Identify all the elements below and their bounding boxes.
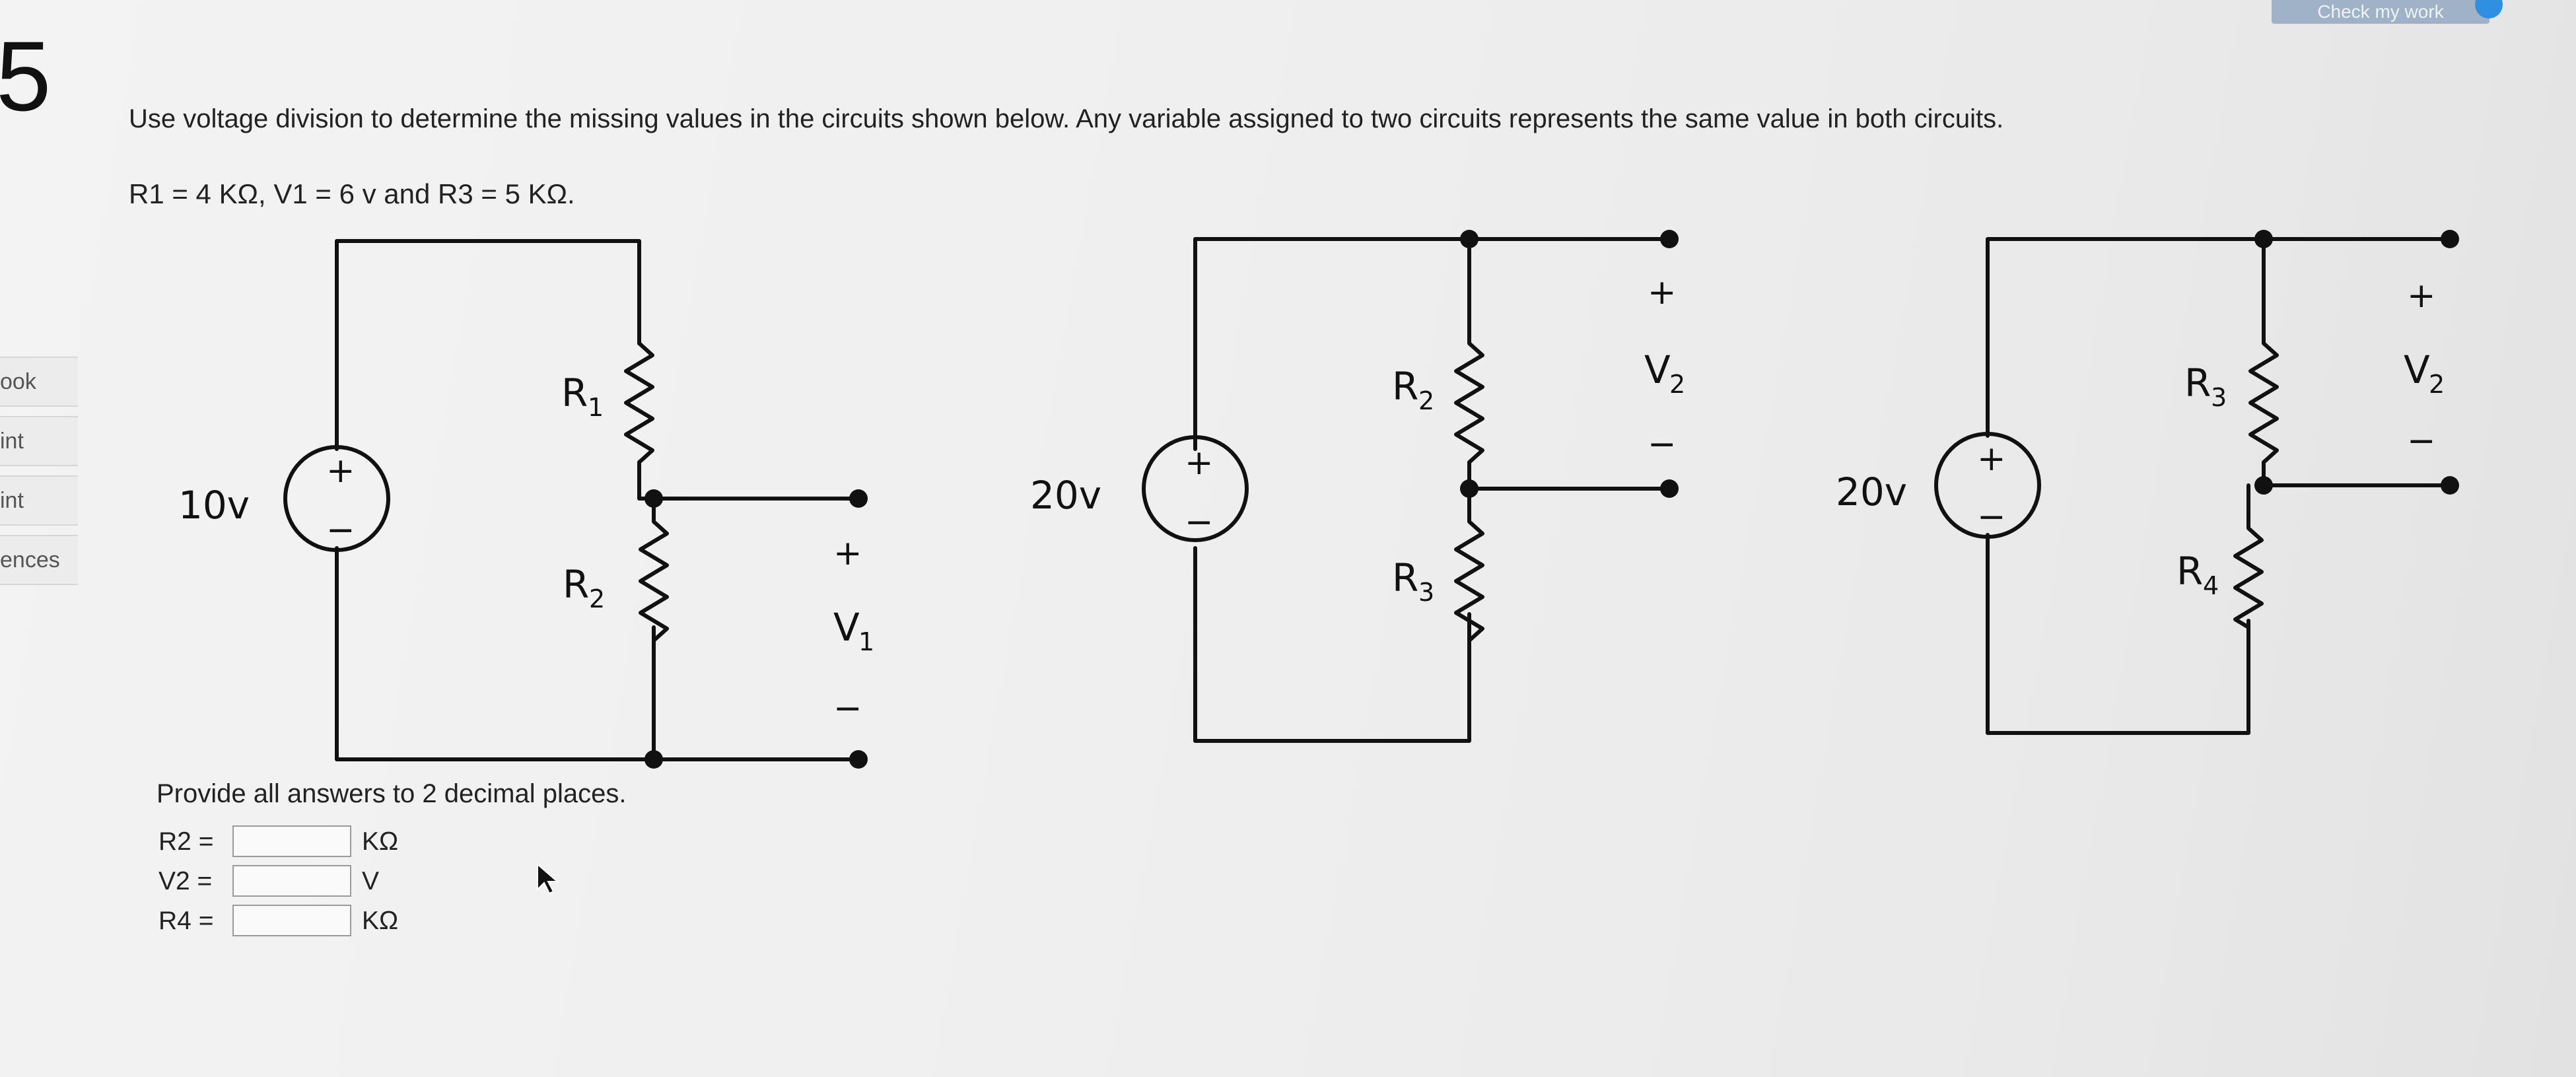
sidebar-item-label: ences (0, 547, 60, 573)
circuit-3-source-label: 20v (1836, 469, 1907, 514)
sidebar-item-print[interactable]: int (0, 475, 78, 526)
r2-answer-label: R2 = (158, 827, 214, 856)
circuit-1-r1-zigzag (624, 341, 860, 501)
circuit-2-bottom-wire (1193, 546, 1471, 743)
circuit-1-source-label: 10v (178, 483, 250, 528)
circuit-1-source-plus: + (326, 451, 355, 491)
circuit-3-bottom-wire (1986, 533, 2250, 735)
circuit-2-output-minus: − (1648, 425, 1677, 464)
sidebar-item-label: ook (0, 368, 36, 394)
circuit-1-bottom-wire (335, 546, 860, 761)
circuit-3-output-plus: + (2407, 276, 2436, 316)
circuit-3-r4-sub: 4 (2203, 571, 2219, 600)
circuit-1-top-wire (335, 239, 641, 451)
terminal-dot (1660, 479, 1679, 498)
instructions-text: Use voltage division to determine the mi… (129, 104, 2004, 133)
circuit-1-output-sub: 1 (858, 627, 874, 656)
circuit-2-r2-zigzag (1454, 237, 1671, 491)
circuit-1-source-circle (283, 445, 390, 552)
sidebar-item-references[interactable]: ences (0, 535, 78, 585)
r4-answer-unit: KΩ (362, 907, 399, 935)
circuit-2-source-plus: + (1185, 443, 1214, 483)
circuit-2-source-label: 20v (1030, 473, 1101, 518)
sidebar-item-label: int (0, 428, 24, 454)
answers-instructions: Provide all answers to 2 decimal places. (157, 779, 627, 808)
sidebar-item-hint[interactable]: int (0, 416, 78, 466)
circuit-3-top-wire (1986, 237, 2452, 438)
circuit-3-output-minus: − (2407, 421, 2436, 461)
node-dot (644, 750, 663, 769)
circuit-3-output-label: V (2404, 347, 2430, 392)
mouse-cursor-icon (537, 862, 559, 895)
node-dot (1460, 479, 1479, 498)
check-my-work-button[interactable]: Check my work (2272, 0, 2489, 24)
circuit-1-output-minus: − (833, 689, 862, 728)
circuit-2-r3-label: R (1392, 555, 1418, 600)
circuit-1-r1-sub: 1 (588, 393, 604, 422)
r4-answer-label: R4 = (158, 907, 214, 935)
r2-answer-input[interactable] (232, 825, 351, 857)
terminal-dot (849, 750, 868, 769)
circuit-1-source-minus: − (326, 510, 355, 550)
circuit-2-source-circle (1142, 435, 1249, 542)
circuit-1-output-label: V (833, 605, 860, 650)
circuit-1-r2-sub: 2 (589, 584, 605, 613)
given-and: and (384, 178, 431, 209)
circuit-2-output-sub: 2 (1669, 370, 1685, 399)
circuit-1-r2-label: R (563, 562, 589, 607)
v2-answer-input[interactable] (232, 865, 351, 897)
circuit-2-r2-sub: 2 (1418, 386, 1434, 415)
circuit-1-r1-label: R (561, 370, 588, 415)
circuit-2-r3-zigzag (1454, 487, 1484, 643)
circuit-3-r3-sub: 3 (2211, 383, 2227, 412)
circuit-2-output-plus: + (1648, 273, 1677, 312)
sidebar-item-label: int (0, 487, 24, 513)
circuit-3-r4-zigzag (2233, 483, 2264, 629)
v2-answer-unit: V (362, 867, 380, 895)
v2-answer-label: V2 = (158, 867, 213, 895)
circuit-1-r2-zigzag (639, 497, 669, 643)
given-r3: R3 = 5 KΩ (438, 178, 568, 209)
circuit-2-source-minus: − (1185, 503, 1214, 542)
node-dot (2254, 476, 2273, 495)
circuit-3-source-minus: − (1977, 497, 2006, 537)
circuit-3-output-sub: 2 (2429, 370, 2445, 399)
circuit-2-output-label: V (1644, 347, 1671, 392)
terminal-dot (2441, 476, 2459, 495)
given-values: R1 = 4 KΩ, V1 = 6 v and R3 = 5 KΩ. (129, 178, 575, 209)
circuit-1-output-plus: + (833, 534, 862, 573)
circuit-3-r4-label: R (2176, 549, 2203, 594)
circuit-3-r3-label: R (2184, 361, 2211, 405)
circuit-2-r2-label: R (1392, 364, 1418, 409)
circuit-2-r3-sub: 3 (1418, 578, 1434, 607)
sidebar-item-ebook[interactable]: ook (0, 357, 78, 407)
given-r1: R1 = 4 KΩ (129, 178, 258, 209)
node-dot (1460, 230, 1479, 248)
terminal-dot (1660, 230, 1679, 248)
circuit-3-source-plus: + (1977, 439, 2006, 479)
circuit-1 (283, 239, 860, 761)
circuit-2-top-wire (1193, 237, 1671, 451)
terminal-dot (849, 489, 868, 508)
r4-answer-input[interactable] (232, 905, 351, 936)
circuit-3-source-circle (1934, 432, 2041, 539)
node-dot (2254, 230, 2273, 248)
circuit-3-r3-zigzag (2248, 237, 2452, 487)
circuit-3 (1934, 237, 2452, 735)
terminal-dot (2441, 230, 2459, 248)
circuit-2 (1142, 237, 1671, 743)
question-number: 5 (0, 20, 52, 131)
r2-answer-unit: KΩ (362, 827, 399, 856)
node-dot (644, 489, 663, 508)
given-v1: V1 = 6 v (273, 178, 376, 209)
